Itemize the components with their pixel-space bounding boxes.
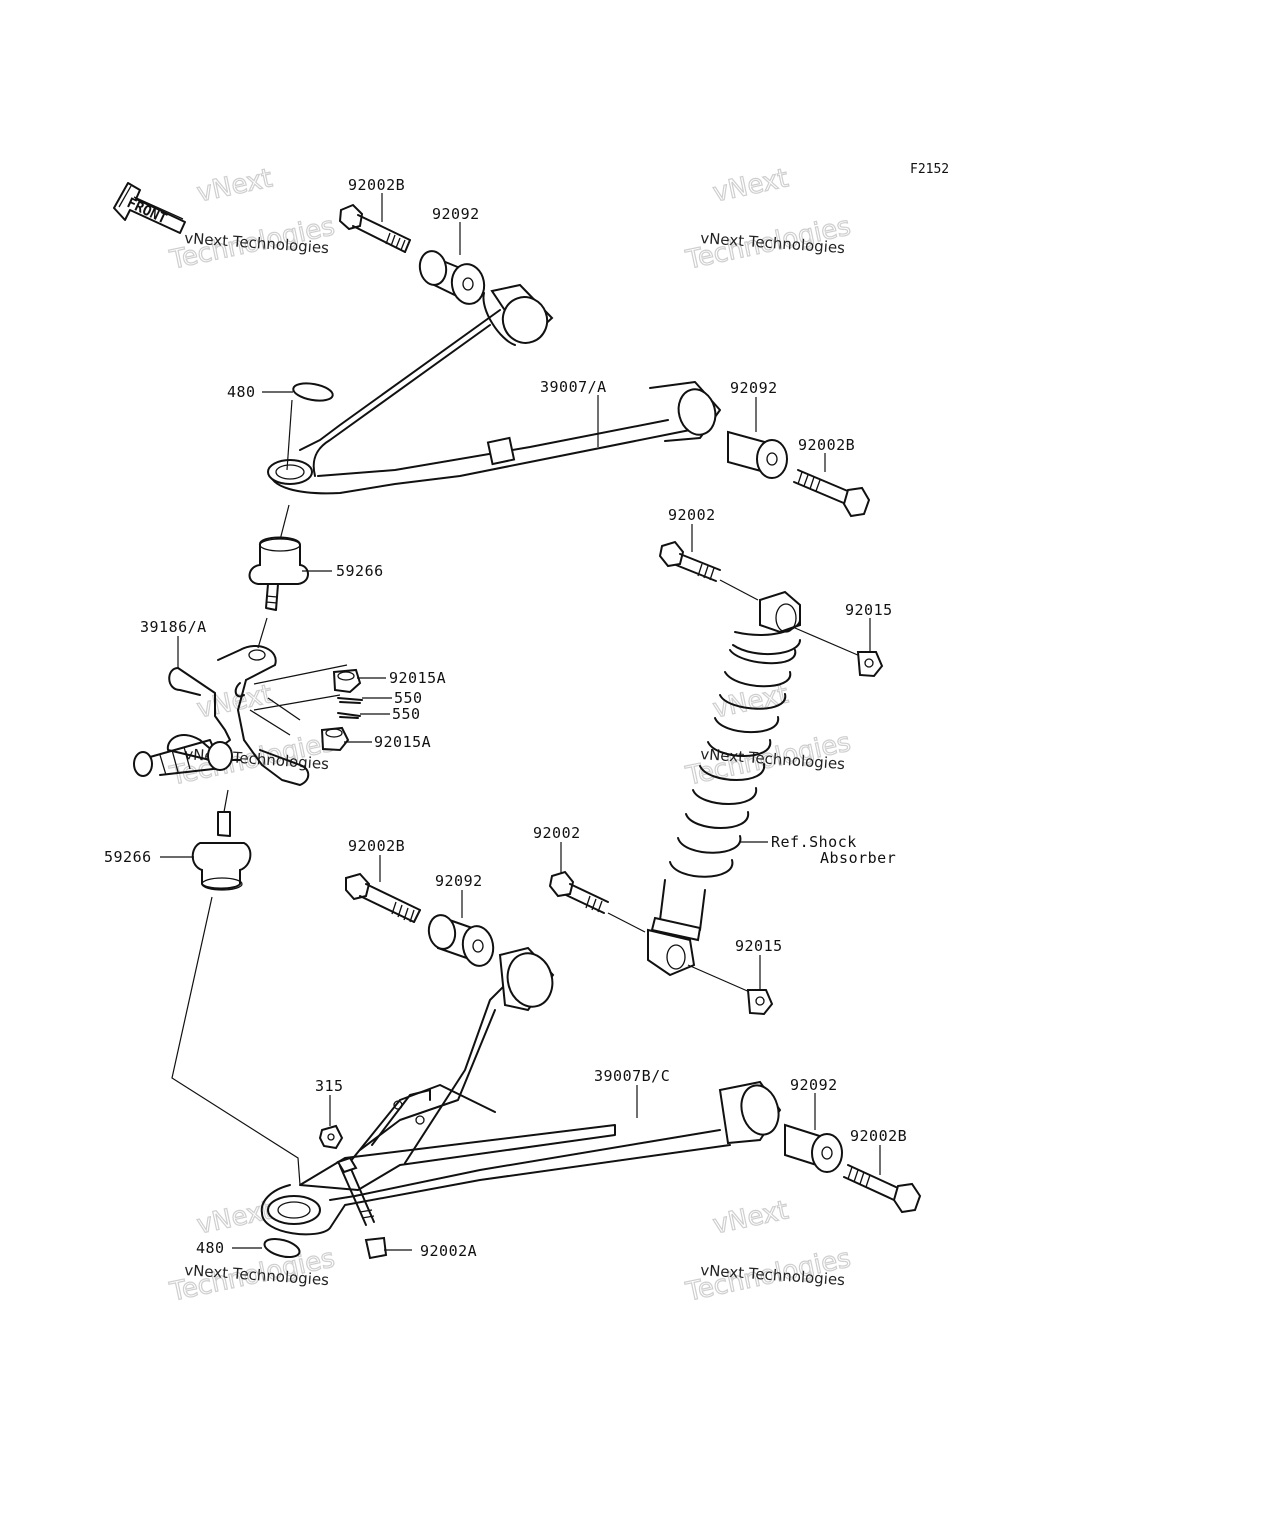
nut-92015-shock-top bbox=[794, 627, 884, 678]
nut-315 bbox=[318, 1124, 344, 1150]
nut-92015A-2 bbox=[320, 726, 350, 752]
assembly-line bbox=[171, 896, 301, 1186]
label-92092-lower: 92092 bbox=[435, 872, 483, 890]
lower-a-arm bbox=[260, 946, 782, 1236]
label-59266-top: 59266 bbox=[336, 562, 384, 580]
watermark-top-left: vNext Technologies bbox=[166, 163, 338, 277]
label-92002B-right-top: 92002B bbox=[798, 436, 855, 454]
label-92002B-top: 92002B bbox=[348, 176, 405, 194]
bolt-92002B-top bbox=[338, 203, 411, 253]
watermark-outline-1: vNext bbox=[710, 1195, 791, 1240]
figure-code: F2152 bbox=[910, 162, 949, 177]
label-92002-shock-bottom: 92002 bbox=[533, 824, 581, 842]
cotter-pin-550-2 bbox=[337, 712, 361, 719]
label-39186A: 39186/A bbox=[140, 618, 207, 636]
label-480-top: 480 bbox=[227, 383, 256, 401]
label-92092-right-bottom: 92092 bbox=[790, 1076, 838, 1094]
label-92015A-1: 92015A bbox=[389, 669, 446, 687]
part-labels: 92002B 92092 480 39007/A 92092 92002B 59… bbox=[104, 176, 907, 1260]
label-92002B-lower: 92002B bbox=[348, 837, 405, 855]
bolt-92002B-right-top bbox=[793, 469, 871, 518]
front-arrow-icon: FRONT bbox=[113, 182, 186, 234]
label-92015A-2: 92015A bbox=[374, 733, 431, 751]
label-550-1: 550 bbox=[394, 689, 423, 707]
shock-spring bbox=[669, 649, 797, 878]
label-92002A: 92002A bbox=[420, 1242, 477, 1260]
label-59266-bottom: 59266 bbox=[104, 848, 152, 866]
bolt-92002A bbox=[336, 1156, 388, 1260]
label-92092-top: 92092 bbox=[432, 205, 480, 223]
label-39007BC: 39007B/C bbox=[594, 1067, 670, 1085]
steering-knuckle bbox=[133, 617, 348, 786]
bolt-92002B-lower bbox=[345, 872, 421, 923]
nut-92015A-1 bbox=[332, 668, 362, 694]
clip-480-top bbox=[292, 382, 334, 402]
label-92002B-right-bottom: 92002B bbox=[850, 1127, 907, 1145]
watermark-outline-1: vNext bbox=[710, 163, 791, 208]
label-315: 315 bbox=[315, 1077, 344, 1095]
bushing-92092-lower bbox=[427, 914, 495, 967]
label-ref-shock-2: Absorber bbox=[820, 849, 896, 867]
bolt-92002-shock-bottom bbox=[548, 870, 646, 933]
ball-joint-59266-top bbox=[248, 504, 309, 611]
nut-92015-shock-bottom bbox=[687, 964, 774, 1016]
bushing-92092-top bbox=[418, 250, 486, 305]
label-480-bottom: 480 bbox=[196, 1239, 225, 1257]
clip-480-bottom bbox=[263, 1237, 301, 1259]
label-550-2: 550 bbox=[392, 705, 421, 723]
bushing-92092-right-bottom bbox=[784, 1123, 843, 1173]
bolt-92002-shock-top bbox=[658, 540, 759, 601]
label-92015-shock-top: 92015 bbox=[845, 601, 893, 619]
cotter-pin-550-1 bbox=[337, 697, 363, 704]
watermark-bottom-right: vNext Technologies bbox=[682, 1195, 854, 1309]
label-92002-shock-top: 92002 bbox=[668, 506, 716, 524]
bolt-92002B-right-bottom bbox=[843, 1164, 922, 1214]
watermark-top-right: vNext Technologies bbox=[682, 163, 854, 277]
watermark-outline-1: vNext bbox=[194, 163, 275, 208]
label-ref-shock-1: Ref.Shock bbox=[771, 833, 857, 851]
shock-absorber bbox=[647, 590, 801, 977]
label-92092-right-top: 92092 bbox=[730, 379, 778, 397]
leader-lines bbox=[160, 193, 881, 1251]
ball-joint-59266-bottom bbox=[191, 789, 252, 891]
upper-a-arm bbox=[267, 283, 721, 495]
bushing-92092-right-top bbox=[727, 430, 788, 479]
label-92015-shock-bottom: 92015 bbox=[735, 937, 783, 955]
front-label: FRONT bbox=[124, 195, 169, 227]
label-39007A: 39007/A bbox=[540, 378, 607, 396]
